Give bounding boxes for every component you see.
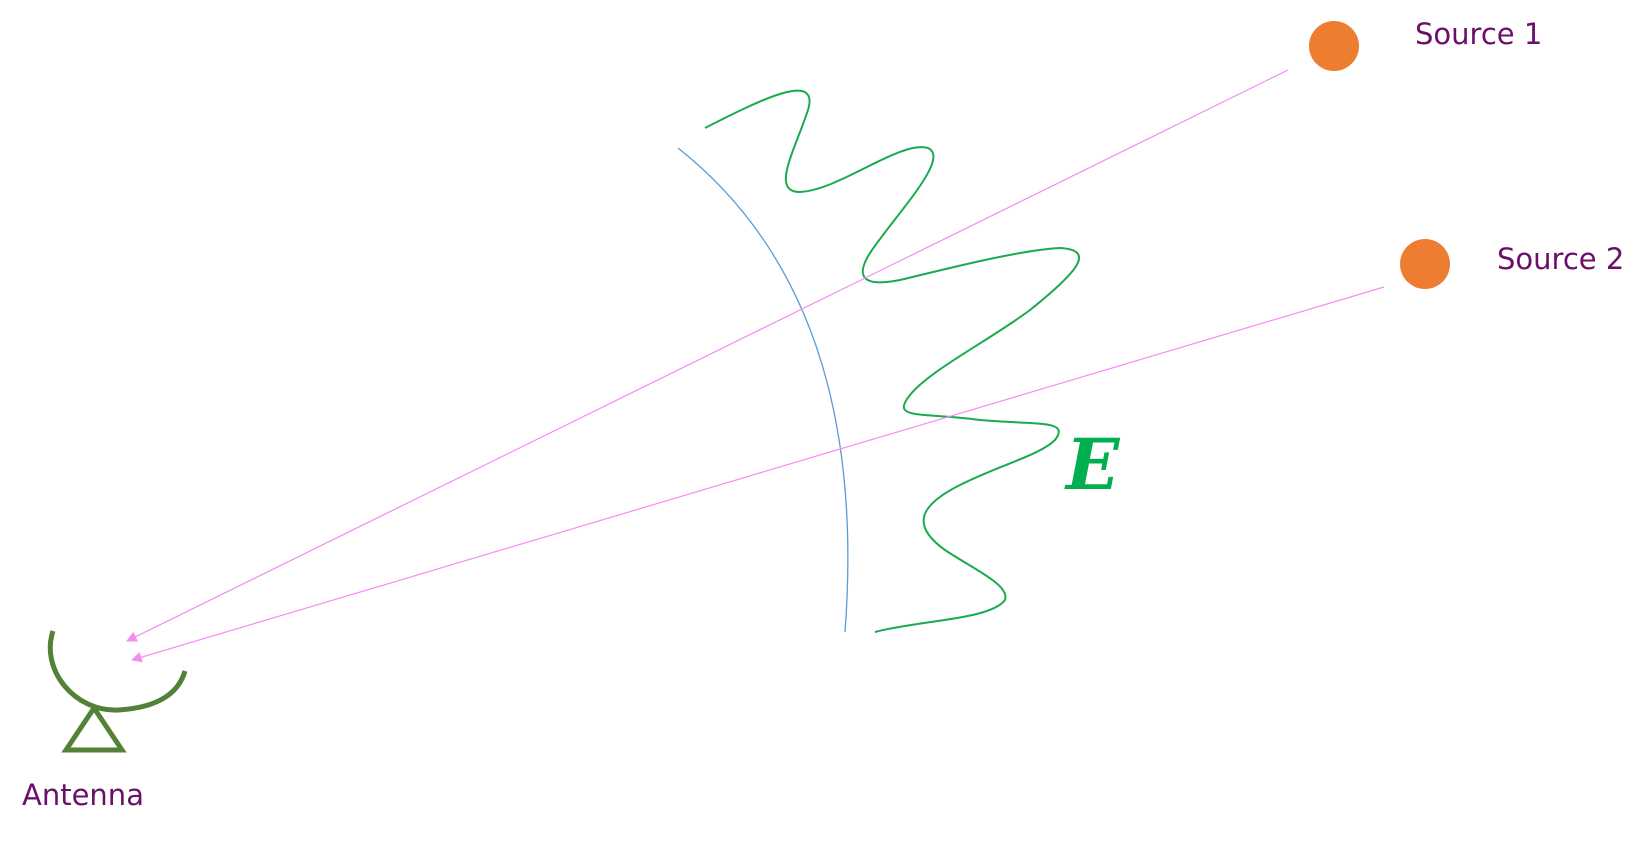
source1-label: Source 1: [1415, 17, 1543, 51]
source1-dot: [1309, 21, 1359, 71]
electric-field-label: E: [1066, 423, 1120, 506]
source2-label: Source 2: [1497, 242, 1625, 276]
source2-dot: [1400, 239, 1450, 289]
electric-field-wave: [704, 89, 1080, 633]
dish-antenna-icon: [47, 630, 188, 753]
antenna-label: Antenna: [22, 778, 144, 812]
ray-source1: [126, 69, 1289, 642]
wavefront-arc: [677, 147, 849, 633]
ray-source2: [130, 286, 1385, 663]
